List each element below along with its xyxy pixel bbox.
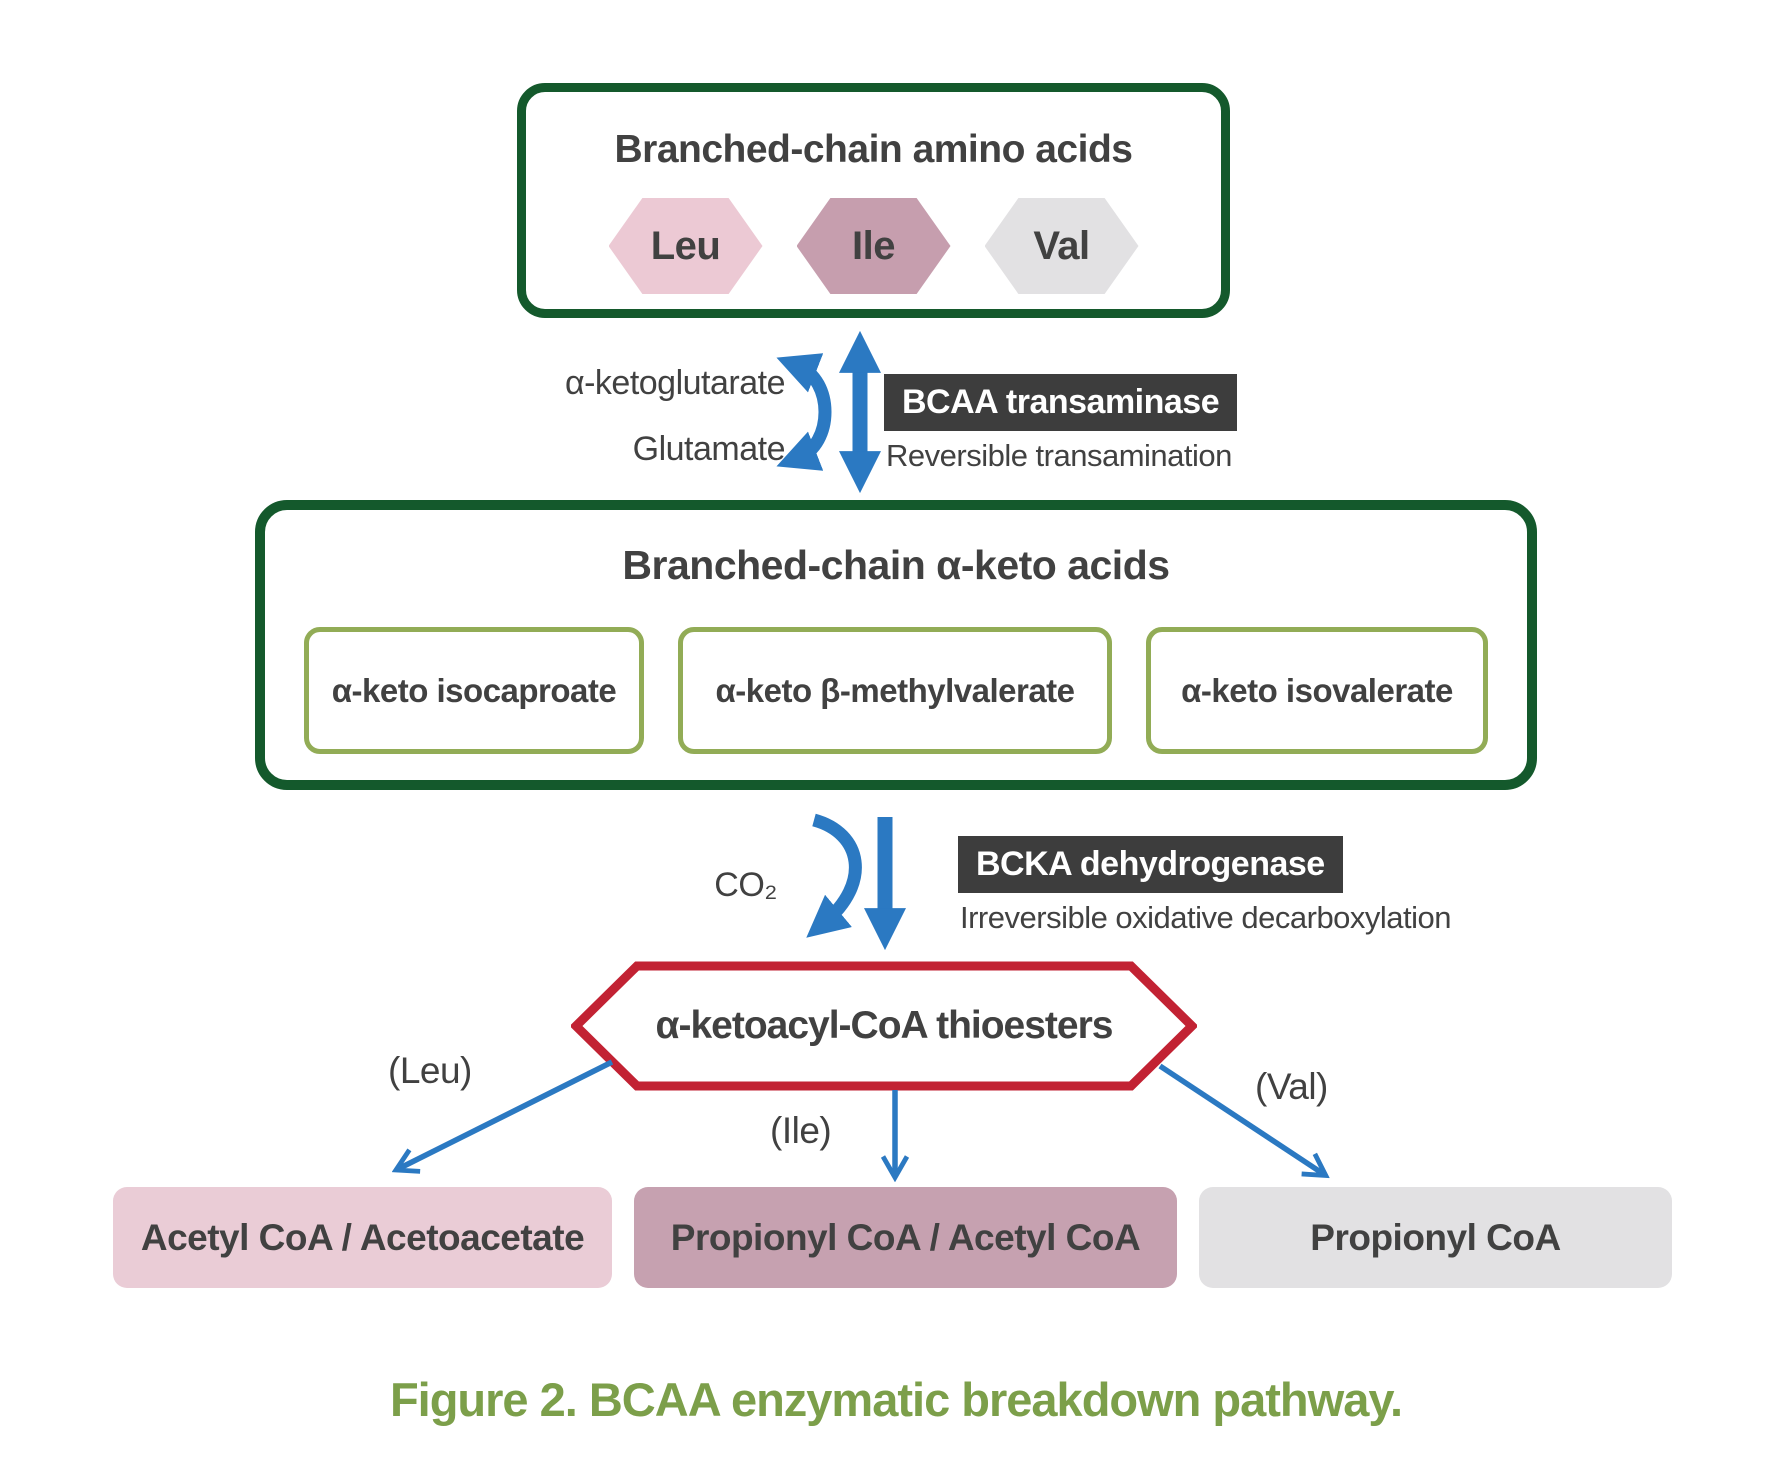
ile-label: Ile [852,223,895,268]
propionyl-coa-label: Propionyl CoA [1310,1216,1561,1258]
val-hexagon: Val [984,198,1139,294]
ile-hexagon: Ile [796,198,951,294]
bcaa-transaminase-badge: BCAA transaminase [884,374,1238,431]
co2-label: CO₂ [714,866,777,904]
bcka-dehydrogenase-badge: BCKA dehydrogenase [958,836,1343,893]
alpha-ketoglutarate-label: α-ketoglutarate [564,364,786,402]
branch-ile-label: (Ile) [770,1110,832,1151]
keto-methylvalerate-box: α-keto β-methylvalerate [678,627,1112,754]
leu-hexagon: Leu [608,198,763,294]
leu-label: Leu [650,223,721,268]
keto-isocaproate-label: α-keto isocaproate [331,671,617,709]
keto-acids-title: Branched-chain α-keto acids [622,542,1170,588]
irreversible-decarboxylation-label: Irreversible oxidative decarboxylation [960,900,1452,935]
keto-isovalerate-box: α-keto isovalerate [1146,627,1488,754]
propionyl-coa-acetyl-coa-box: Propionyl CoA / Acetyl CoA [634,1187,1177,1288]
reversible-transamination-label: Reversible transamination [886,438,1232,473]
keto-acid-row: α-keto isocaproate α-keto β-methylvalera… [304,627,1488,754]
branched-chain-keto-acids-box: Branched-chain α-keto acids α-keto isoca… [255,500,1537,790]
acetyl-coa-acetoacetate-box: Acetyl CoA / Acetoacetate [113,1187,612,1288]
thioesters-label: α-ketoacyl-CoA thioesters [655,1004,1114,1047]
amino-acid-hexagon-row: Leu Ile Val [608,198,1139,294]
irreversible-decarboxylation-arrows-icon [806,813,906,951]
branch-val-label: (Val) [1255,1066,1328,1107]
reversible-transamination-arrows-icon [776,330,881,494]
figure-caption: Figure 2. BCAA enzymatic breakdown pathw… [389,1373,1403,1426]
acetyl-coa-acetoacetate-label: Acetyl CoA / Acetoacetate [140,1216,585,1258]
val-label: Val [1033,223,1090,268]
red-hexagon-outline-icon [571,961,1197,1091]
keto-isocaproate-box: α-keto isocaproate [304,627,644,754]
branch-arrows-icon [0,1059,1792,1190]
keto-methylvalerate-label: α-keto β-methylvalerate [715,671,1075,709]
propionyl-coa-acetyl-coa-label: Propionyl CoA / Acetyl CoA [670,1216,1141,1258]
ketoacyl-coa-thioesters-hexagon: α-ketoacyl-CoA thioesters [571,961,1197,1091]
keto-isovalerate-label: α-keto isovalerate [1181,671,1453,709]
glutamate-label: Glutamate [632,430,786,468]
amino-acids-title: Branched-chain amino acids [614,128,1133,171]
branch-leu-label: (Leu) [388,1050,472,1091]
branched-chain-amino-acids-box: Branched-chain amino acids Leu Ile Val [517,83,1230,318]
propionyl-coa-box: Propionyl CoA [1199,1187,1672,1288]
